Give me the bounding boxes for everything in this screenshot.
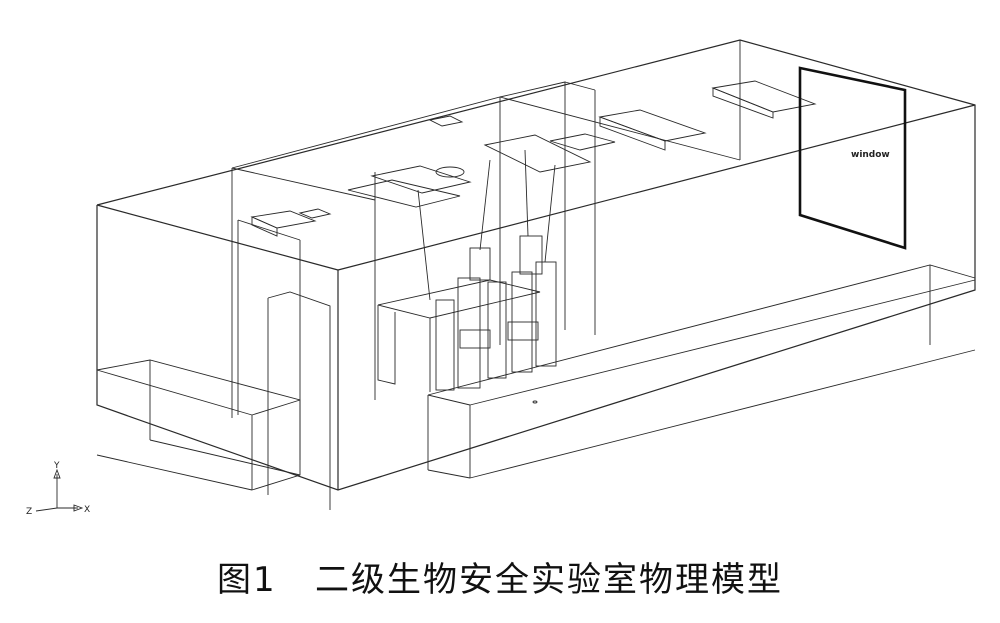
window-label: window: [851, 150, 890, 160]
wireframe-drawing: window Y X Z: [26, 39, 976, 517]
anteroom-box: [96, 359, 301, 491]
figure-caption: 图1 二级生物安全实验室物理模型: [0, 548, 1000, 604]
interior-walls: [231, 40, 741, 418]
axis-indicator: Y X Z: [26, 461, 90, 517]
floor-marker: [532, 400, 538, 404]
floor-platform: [427, 264, 976, 479]
biosafety-cabinets: [377, 149, 557, 392]
figure-number: 图1: [216, 559, 277, 600]
ceiling-vents: [250, 80, 817, 237]
figure-caption-text: 二级生物安全实验室物理模型: [315, 559, 784, 600]
y-axis-label: Y: [53, 461, 60, 471]
z-axis-label: Z: [26, 507, 32, 517]
window: window: [798, 66, 907, 250]
lab-model-diagram: window Y X Z: [26, 39, 976, 517]
x-axis-label: X: [84, 505, 90, 515]
